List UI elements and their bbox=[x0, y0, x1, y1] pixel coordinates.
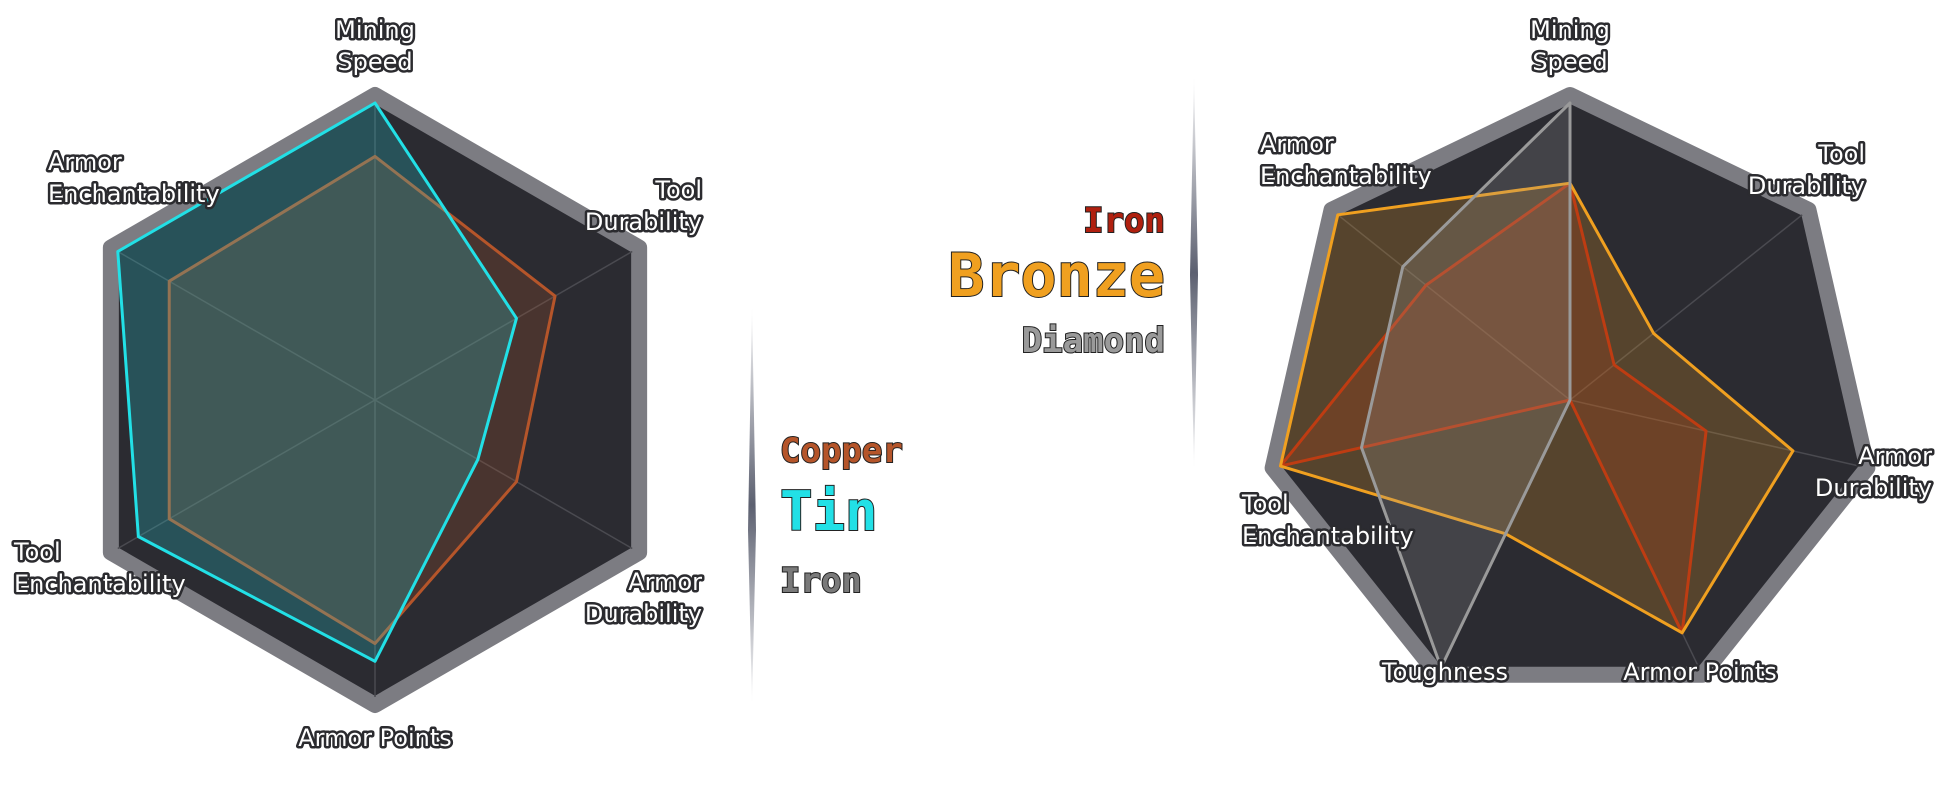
axis-label-line: Speed bbox=[337, 48, 412, 76]
series-area-bronze bbox=[1278, 181, 1795, 635]
axis-label-line: Durability bbox=[1815, 474, 1932, 502]
legend-item-copper: Copper bbox=[780, 431, 903, 471]
axis-label-line: Tool bbox=[1241, 490, 1289, 518]
axis-label-line: Tool bbox=[13, 538, 61, 566]
axis-label-line: Armor bbox=[48, 148, 122, 176]
legend-divider-right bbox=[1190, 75, 1198, 470]
axis-label-line: Armor Points bbox=[298, 724, 452, 752]
axis-label-line: Tool bbox=[654, 176, 702, 204]
legend-divider-left bbox=[748, 305, 756, 705]
radar-spoke bbox=[117, 399, 376, 550]
axis-label-line: Armor Points bbox=[1623, 658, 1777, 686]
series-area-iron bbox=[1278, 181, 1708, 635]
axis-label: Armor Points bbox=[1623, 658, 1777, 686]
radar-spoke bbox=[1569, 399, 1860, 467]
axis-label-line: Armor bbox=[1260, 130, 1334, 158]
axis-label-line: Enchantability bbox=[1260, 162, 1432, 190]
axis-label-line: Enchantability bbox=[48, 180, 220, 208]
axis-label-line: Enchantability bbox=[1242, 522, 1414, 550]
legend-item-iron: Iron bbox=[1083, 201, 1165, 241]
radar-spoke bbox=[374, 250, 633, 401]
radar-spoke bbox=[117, 250, 376, 401]
axis-label-line: Enchantability bbox=[14, 570, 186, 598]
axis-label: Armor Points bbox=[298, 724, 452, 752]
radar-spoke bbox=[1337, 214, 1571, 401]
legend-item-diamond: Diamond bbox=[1022, 321, 1165, 361]
legend-item-iron: Iron bbox=[780, 561, 862, 601]
series-area-diamond bbox=[1360, 101, 1572, 670]
axis-label-line: Durability bbox=[1748, 172, 1865, 200]
axis-label-line: Mining bbox=[335, 16, 415, 44]
axis-label-line: Mining bbox=[1530, 16, 1610, 44]
radar-spoke bbox=[374, 399, 633, 550]
legend-item-tin: Tin bbox=[780, 480, 878, 543]
axis-label-line: Speed bbox=[1532, 48, 1607, 76]
axis-label-line: Durability bbox=[585, 600, 702, 628]
legend-item-bronze: Bronze bbox=[948, 241, 1165, 311]
radar-spoke bbox=[1569, 214, 1803, 401]
series-area-tin bbox=[116, 101, 518, 663]
axis-label-line: Armor bbox=[1858, 442, 1932, 470]
axis-label-line: Toughness bbox=[1381, 658, 1508, 686]
axis-label-line: Tool bbox=[1817, 140, 1865, 168]
axis-label-line: Armor bbox=[628, 568, 702, 596]
axis-label-line: Durability bbox=[585, 208, 702, 236]
axis-label: Toughness bbox=[1381, 658, 1508, 686]
series-area-copper bbox=[167, 154, 557, 646]
